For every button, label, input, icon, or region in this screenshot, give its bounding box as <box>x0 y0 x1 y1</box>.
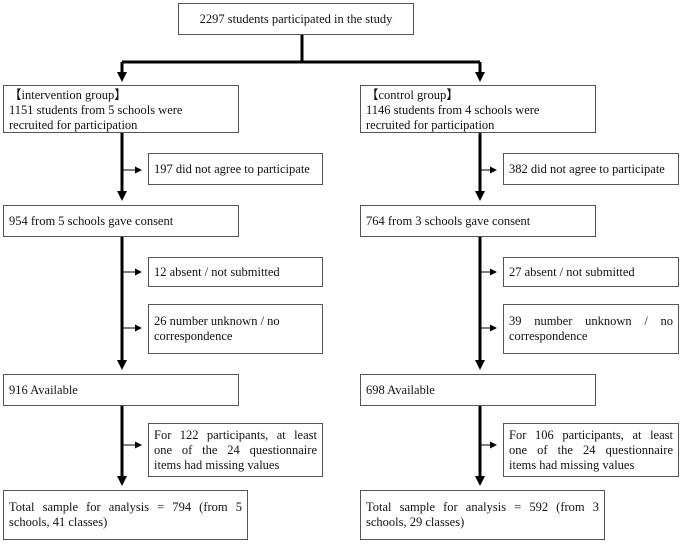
total-participants-text: 2297 students participated in the study <box>199 11 393 26</box>
split-connector <box>117 35 485 82</box>
intervention-group-box: 【intervention group】 1151 students from … <box>3 85 239 133</box>
control-group-line2: recruited for participation <box>366 118 495 132</box>
intervention-group-line2: recruited for participation <box>9 118 138 132</box>
intervention-missing-line1: For 122 participants, at least <box>154 427 317 442</box>
control-total-box: Total sample for analysis = 592 (from 3 … <box>360 490 605 540</box>
intervention-available-text: 916 Available <box>9 382 78 397</box>
intervention-unknown-line1: 26 number unknown / no <box>154 314 280 328</box>
control-total-line1: Total sample for analysis = 592 (from 3 <box>366 500 599 514</box>
control-group-box: 【control group】 1146 students from 4 sch… <box>360 85 596 133</box>
control-unknown-box: 39 number unknown / no correspondence <box>503 304 679 354</box>
control-trunk <box>475 133 497 486</box>
control-missing-line2: one of the 24 questionnaire <box>509 442 673 457</box>
intervention-consent-box: 954 from 5 schools gave consent <box>3 205 239 237</box>
intervention-group-line1: 1151 students from 5 schools were <box>9 103 183 117</box>
intervention-trunk <box>117 133 142 486</box>
control-consent-text: 764 from 3 schools gave consent <box>366 213 531 228</box>
intervention-consent-text: 954 from 5 schools gave consent <box>9 213 174 228</box>
control-absent-box: 27 absent / not submitted <box>503 257 679 287</box>
control-missing-line1: For 106 participants, at least <box>509 427 673 442</box>
control-missing-box: For 106 participants, at least one of th… <box>503 423 679 477</box>
control-absent-text: 27 absent / not submitted <box>509 264 635 279</box>
intervention-total-line1: Total sample for analysis = 794 (from 5 <box>9 500 242 514</box>
control-total-line2: schools, 29 classes) <box>366 515 465 529</box>
control-available-text: 698 Available <box>366 382 435 397</box>
intervention-declined-text: 197 did not agree to participate <box>154 161 310 176</box>
intervention-total-line2: schools, 41 classes) <box>9 515 108 529</box>
intervention-missing-line2: one of the 24 questionnaire <box>154 442 317 457</box>
intervention-unknown-box: 26 number unknown / no correspondence <box>148 304 323 354</box>
intervention-missing-box: For 122 participants, at least one of th… <box>148 423 323 477</box>
control-unknown-line1: 39 number unknown / no <box>509 314 673 328</box>
total-participants-box: 2297 students participated in the study <box>178 3 414 35</box>
control-group-line1: 1146 students from 4 schools were <box>366 103 540 117</box>
intervention-declined-box: 197 did not agree to participate <box>148 153 323 185</box>
control-available-box: 698 Available <box>360 374 596 406</box>
intervention-absent-box: 12 absent / not submitted <box>148 257 323 287</box>
intervention-available-box: 916 Available <box>3 374 239 406</box>
control-declined-box: 382 did not agree to participate <box>503 153 679 185</box>
control-consent-box: 764 from 3 schools gave consent <box>360 205 596 237</box>
intervention-total-box: Total sample for analysis = 794 (from 5 … <box>3 490 248 540</box>
intervention-absent-text: 12 absent / not submitted <box>154 264 280 279</box>
intervention-missing-line3: items had missing values <box>154 457 280 472</box>
intervention-unknown-line2: correspondence <box>154 329 233 343</box>
control-group-header: 【control group】 <box>366 88 459 102</box>
control-declined-text: 382 did not agree to participate <box>509 161 665 176</box>
control-missing-line3: items had missing values <box>509 457 635 472</box>
intervention-group-header: 【intervention group】 <box>9 88 127 102</box>
control-unknown-line2: correspondence <box>509 329 588 343</box>
